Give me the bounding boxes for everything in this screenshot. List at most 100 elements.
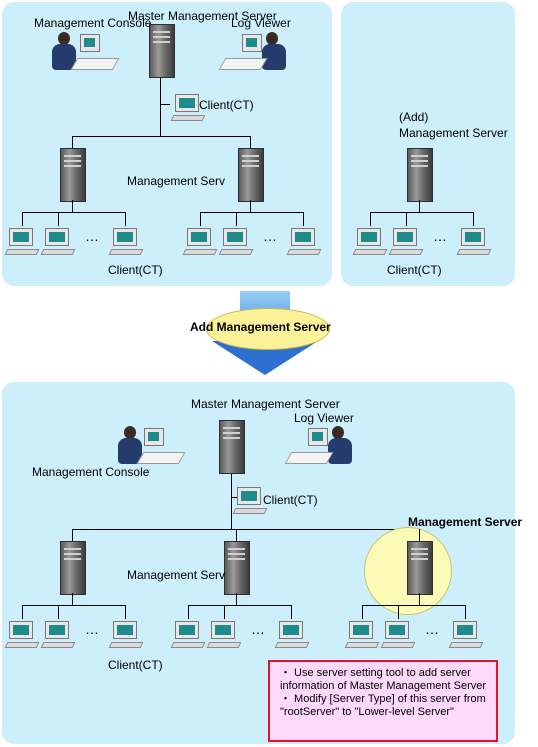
arrow-label: Add Management Server (190, 320, 331, 334)
client-computer-icon (40, 228, 76, 258)
management-server-label: Management Serv (127, 174, 226, 188)
client-ct-label: Client(CT) (387, 263, 442, 277)
note-line-1: ・ Use server setting tool to add server … (280, 667, 487, 692)
management-server-icon (238, 148, 264, 202)
master-server-icon (219, 420, 245, 474)
connector-line (250, 136, 251, 148)
management-server-icon (60, 148, 86, 202)
connector-line (22, 605, 126, 606)
connector-line (406, 212, 407, 226)
client-computer-icon (108, 621, 144, 651)
client-ct-label: Client(CT) (108, 658, 163, 672)
connector-line (188, 605, 292, 606)
management-console-person-icon (118, 424, 188, 482)
client-computer-icon (108, 228, 144, 258)
log-viewer-label: Log Viewer (231, 16, 291, 30)
connector-line (419, 593, 420, 605)
add-management-server-label: Management Server (399, 126, 508, 140)
log-viewer-label: Log Viewer (294, 411, 354, 425)
ellipsis: … (425, 621, 441, 637)
connector-line (22, 212, 23, 226)
master-server-icon (149, 24, 175, 78)
connector-line (22, 212, 126, 213)
connector-line (58, 605, 59, 619)
management-server-icon (407, 541, 433, 595)
connector-line (224, 605, 225, 619)
connector-line (22, 605, 23, 619)
connector-line (72, 200, 73, 212)
connector-line (236, 593, 237, 605)
log-viewer-person-icon (218, 30, 292, 88)
connector-line (72, 136, 250, 137)
connector-line (72, 529, 73, 541)
ellipsis: … (251, 621, 267, 637)
client-ct-computer-icon (232, 487, 268, 517)
connector-line (125, 605, 126, 619)
ellipsis: … (263, 228, 279, 244)
connector-line (362, 605, 466, 606)
client-computer-icon (182, 228, 218, 258)
master-server-label: Master Management Server (191, 397, 340, 411)
note-line-2: ・ Modify [Server Type] of this server fr… (280, 693, 486, 718)
connector-line (72, 529, 420, 530)
ellipsis: … (433, 228, 449, 244)
connector-line (231, 497, 241, 498)
client-computer-icon (170, 621, 206, 651)
ellipsis: … (85, 228, 101, 244)
log-viewer-person-icon (284, 424, 358, 482)
management-console-person-icon (52, 30, 122, 88)
connector-line (231, 474, 232, 529)
client-ct-label: Client(CT) (263, 493, 318, 507)
connector-line (160, 104, 170, 105)
client-ct-label: Client(CT) (108, 263, 163, 277)
connector-line (465, 605, 466, 619)
connector-line (236, 212, 237, 226)
connector-line (200, 212, 304, 213)
add-management-server-ellipse (206, 308, 330, 350)
client-computer-icon (344, 621, 380, 651)
ellipsis: … (85, 621, 101, 637)
client-computer-icon (4, 228, 40, 258)
connector-line (72, 593, 73, 605)
client-computer-icon (352, 228, 388, 258)
connector-line (291, 605, 292, 619)
client-computer-icon (448, 621, 484, 651)
connector-line (58, 212, 59, 226)
instruction-note: ・ Use server setting tool to add server … (268, 660, 498, 742)
management-server-label: Management Serv (127, 568, 226, 582)
client-computer-icon (40, 621, 76, 651)
connector-line (236, 529, 237, 541)
connector-line (419, 529, 420, 541)
client-computer-icon (218, 228, 254, 258)
client-computer-icon (4, 621, 40, 651)
client-computer-icon (206, 621, 242, 651)
management-console-label: Management Console (32, 465, 150, 479)
client-computer-icon (286, 228, 322, 258)
client-computer-icon (388, 228, 424, 258)
management-console-label: Management Console (34, 16, 152, 30)
connector-line (160, 78, 161, 136)
connector-line (72, 136, 73, 148)
master-server-label: Master Management Server (128, 9, 277, 23)
new-management-server-label: Management Server (408, 515, 523, 529)
connector-line (125, 212, 126, 226)
client-ct-label: Client(CT) (199, 98, 254, 112)
management-server-icon (224, 541, 250, 595)
connector-line (473, 212, 474, 226)
connector-line (188, 605, 189, 619)
client-computer-icon (274, 621, 310, 651)
connector-line (303, 212, 304, 226)
connector-line (370, 212, 474, 213)
connector-line (370, 212, 371, 226)
client-computer-icon (380, 621, 416, 651)
connector-line (362, 605, 363, 619)
client-ct-computer-icon (170, 94, 206, 124)
connector-line (250, 200, 251, 212)
management-server-icon (407, 148, 433, 202)
client-computer-icon (456, 228, 492, 258)
add-label: (Add) (399, 110, 429, 124)
connector-line (398, 605, 399, 619)
connector-line (419, 200, 420, 212)
management-server-icon (60, 541, 86, 595)
connector-line (200, 212, 201, 226)
